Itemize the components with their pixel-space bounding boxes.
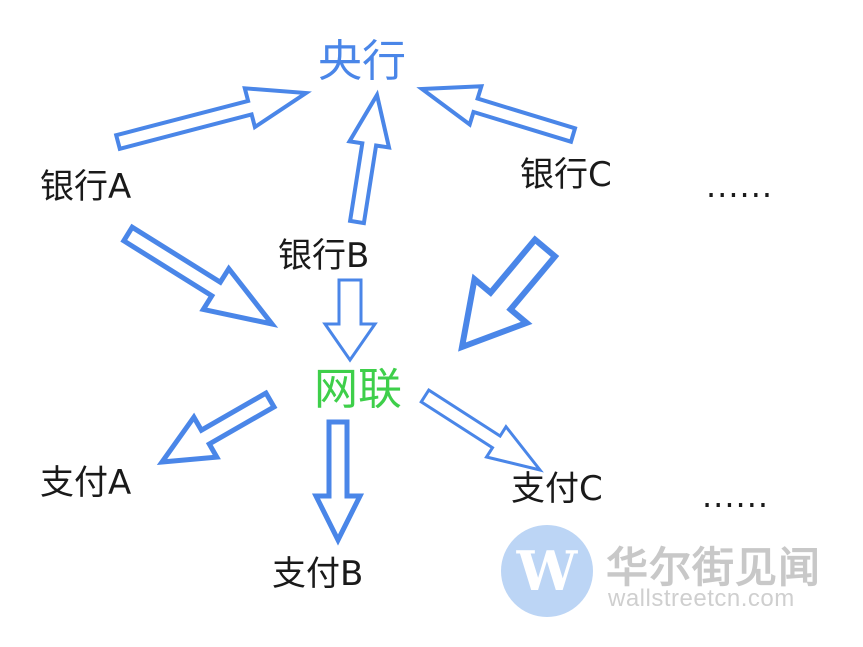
pay-c-label: 支付C [511,469,603,509]
arrow-netunion-to-pay-b [311,419,365,546]
pay-a-label: 支付A [40,463,132,503]
watermark-url: wallstreetcn.com [608,585,795,612]
wallstreetcn-logo-icon: W [501,525,593,617]
bank-a-label: 银行A [40,167,132,207]
banks-ellipsis: ...... [706,167,774,205]
arrow-bank-a-to-central-bank [113,86,312,152]
watermark-name: 华尔街见闻 [606,543,822,592]
pays-ellipsis: ...... [702,477,770,515]
arrows-group [113,84,578,546]
pay-b-label: 支付B [272,554,364,594]
arrow-bank-c-to-netunion [458,235,560,352]
arrow-netunion-to-pay-a [156,389,278,465]
bank-b-label: 银行B [278,236,370,276]
arrow-bank-a-to-netunion [120,223,279,328]
bank-c-label: 银行C [520,155,612,195]
logo-letter: W [516,539,579,603]
arrow-netunion-to-pay-c [419,388,544,473]
arrow-bank-b-to-netunion [322,278,378,363]
netunion-label: 网联 [314,364,402,415]
central-bank-label: 央行 [318,36,406,87]
arrow-bank-c-to-central-bank [416,84,578,145]
arrow-bank-b-to-central-bank [346,89,392,226]
